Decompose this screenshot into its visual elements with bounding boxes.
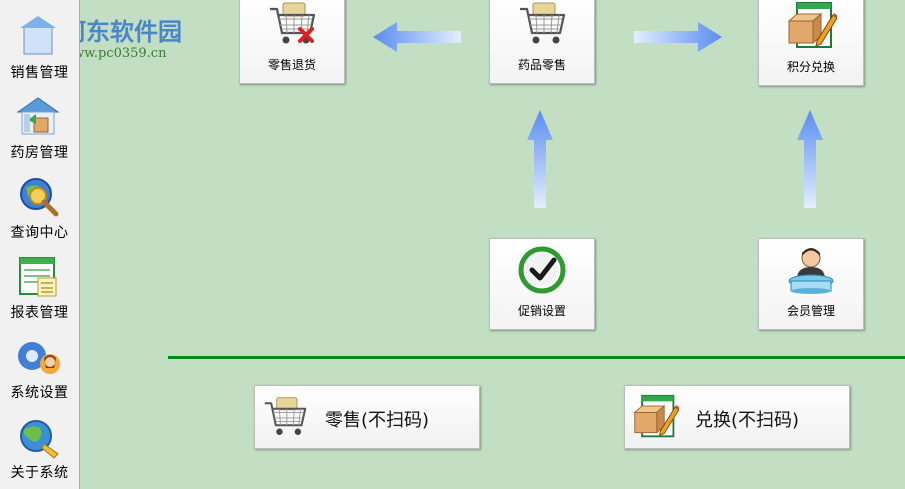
sidebar-item-pharmacy-management[interactable]: 药房管理 — [0, 88, 79, 168]
sidebar-item-about-system[interactable]: 关于系统 — [0, 408, 79, 488]
arrow-right-icon — [634, 22, 722, 52]
arrow-up-icon — [527, 110, 553, 208]
sidebar-item-system-settings[interactable]: 系统设置 — [0, 328, 79, 408]
points-exchange-icon — [785, 1, 837, 51]
exchange-no-scan-label: 兑换(不扫码) — [695, 410, 800, 431]
section-divider — [168, 356, 905, 359]
promotion-settings-label: 促销设置 — [517, 304, 566, 318]
sidebar-item-report-management[interactable]: 报表管理 — [0, 248, 79, 328]
exchange-no-scan-button[interactable]: 兑换(不扫码) — [624, 385, 850, 449]
sidebar: 销售管理 药房管理 查询中心 报表管理 — [0, 0, 80, 489]
points-exchange-label: 积分兑换 — [786, 60, 835, 74]
retail-return-tile[interactable]: 零售退货 — [239, 0, 345, 84]
promotion-settings-tile[interactable]: 促销设置 — [489, 238, 595, 330]
retail-no-scan-label: 零售(不扫码) — [325, 410, 430, 431]
sidebar-item-label: 报表管理 — [10, 305, 69, 321]
shopping-cart-icon — [261, 394, 309, 440]
checkmark-icon — [518, 246, 566, 294]
member-management-label: 会员管理 — [786, 304, 835, 318]
report-management-icon — [19, 257, 57, 297]
sidebar-item-query-center[interactable]: 查询中心 — [0, 168, 79, 248]
cart-return-icon — [266, 0, 318, 49]
arrow-left-icon — [373, 22, 461, 52]
sidebar-item-label: 药房管理 — [10, 145, 69, 161]
shopping-cart-icon — [516, 0, 568, 49]
drug-retail-label: 药品零售 — [517, 58, 566, 72]
member-management-tile[interactable]: 会员管理 — [758, 238, 864, 330]
retail-no-scan-button[interactable]: 零售(不扫码) — [254, 385, 480, 449]
arrow-up-icon — [797, 110, 823, 208]
points-exchange-icon — [631, 394, 679, 440]
sales-management-icon — [20, 16, 56, 55]
sidebar-item-sales-management[interactable]: 销售管理 — [0, 8, 79, 88]
points-exchange-tile[interactable]: 积分兑换 — [758, 0, 864, 86]
drug-retail-tile[interactable]: 药品零售 — [489, 0, 595, 84]
query-center-icon — [20, 178, 59, 217]
sidebar-item-label: 系统设置 — [10, 385, 69, 401]
sidebar-item-label: 销售管理 — [10, 65, 69, 81]
sidebar-item-label: 关于系统 — [10, 465, 69, 481]
pharmacy-management-icon — [16, 97, 60, 135]
watermark-brand: 河东软件园 — [62, 17, 182, 46]
member-icon — [788, 248, 834, 294]
about-system-icon — [20, 420, 59, 459]
sidebar-item-label: 查询中心 — [10, 225, 69, 241]
retail-return-label: 零售退货 — [267, 58, 316, 72]
system-settings-icon — [18, 342, 60, 374]
